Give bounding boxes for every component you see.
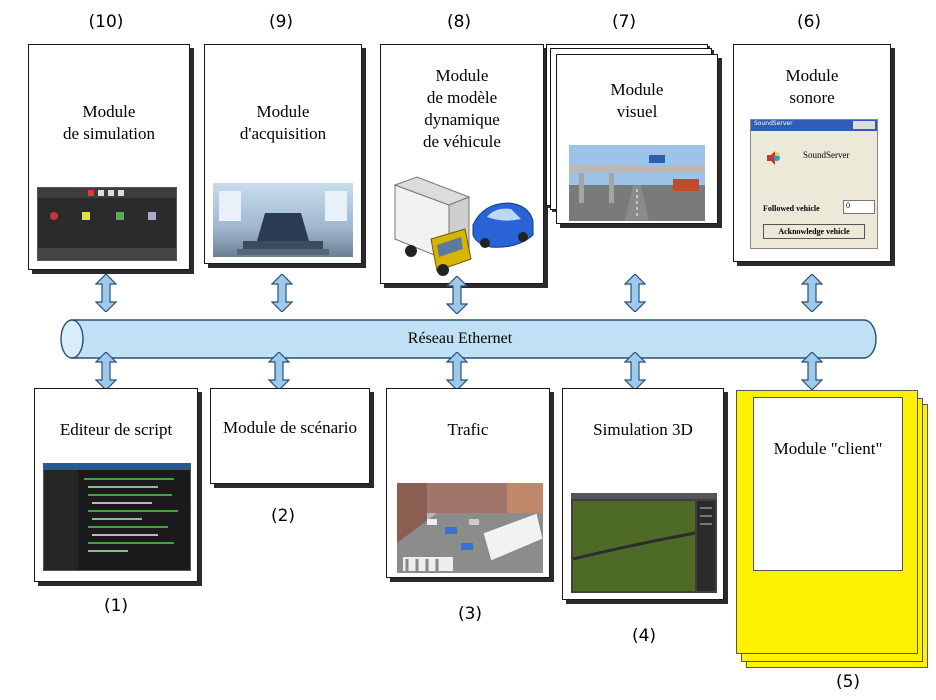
arrow-module-1 bbox=[95, 352, 117, 390]
soundserver-app-name: SoundServer bbox=[803, 150, 850, 160]
client-module-screen: Module "client" bbox=[753, 397, 903, 571]
soundserver-titlebar: SoundServer bbox=[751, 120, 877, 131]
label-number-5: (5) bbox=[835, 672, 861, 692]
traffic-scene-image bbox=[397, 483, 543, 573]
arrow-module-7 bbox=[624, 274, 646, 312]
ethernet-network-pipe bbox=[60, 319, 877, 359]
script-editor-title: Editeur de script bbox=[59, 420, 173, 439]
driving-simulator-photo bbox=[213, 183, 353, 257]
arrow-module-3 bbox=[446, 352, 468, 390]
followed-vehicle-field[interactable]: 0 bbox=[843, 200, 875, 214]
arrow-module-10 bbox=[95, 274, 117, 312]
arrow-module-5 bbox=[801, 352, 823, 390]
simulation-software-screenshot bbox=[37, 187, 177, 261]
scenario-module-box: Module de scénario bbox=[210, 388, 370, 484]
label-number-4: (4) bbox=[631, 626, 657, 646]
client-module-title: Module "client" bbox=[773, 439, 883, 458]
traffic-module-title: Trafic bbox=[447, 420, 489, 439]
arrow-module-4 bbox=[624, 352, 646, 390]
simulation-3d-title: Simulation 3D bbox=[593, 420, 693, 439]
window-controls-icon bbox=[853, 121, 875, 129]
soundserver-title: SoundServer bbox=[754, 120, 793, 127]
truck-and-car-illustration bbox=[393, 176, 534, 276]
arrow-module-8 bbox=[446, 276, 468, 314]
speaker-icon bbox=[765, 150, 781, 166]
scenario-module-title: Module de scénario bbox=[222, 418, 358, 437]
arrow-module-2 bbox=[268, 352, 290, 390]
client-module-box: Module "client" bbox=[736, 390, 918, 654]
highway-scene-image bbox=[569, 145, 705, 221]
label-number-9: (9) bbox=[268, 12, 294, 32]
traffic-module-box: Trafic bbox=[386, 388, 550, 578]
3d-terrain-screenshot bbox=[571, 493, 717, 593]
simulation-3d-box: Simulation 3D bbox=[562, 388, 724, 600]
ethernet-network-label: Réseau Ethernet bbox=[407, 330, 513, 347]
label-number-10: (10) bbox=[88, 12, 124, 32]
soundserver-window: SoundServer SoundServer Followed vehicle… bbox=[750, 119, 878, 249]
label-number-1: (1) bbox=[103, 596, 129, 616]
acknowledge-vehicle-button[interactable]: Acknowledge vehicle bbox=[763, 224, 865, 239]
followed-vehicle-label: Followed vehicle bbox=[763, 204, 820, 213]
label-number-7: (7) bbox=[611, 12, 637, 32]
label-number-3: (3) bbox=[457, 604, 483, 624]
arrow-module-9 bbox=[271, 274, 293, 312]
label-number-8: (8) bbox=[446, 12, 472, 32]
label-number-6: (6) bbox=[796, 12, 822, 32]
script-editor-box: Editeur de script bbox=[34, 388, 198, 582]
label-number-2: (2) bbox=[270, 506, 296, 526]
script-editor-screenshot bbox=[43, 463, 191, 571]
arrow-module-6 bbox=[801, 274, 823, 312]
